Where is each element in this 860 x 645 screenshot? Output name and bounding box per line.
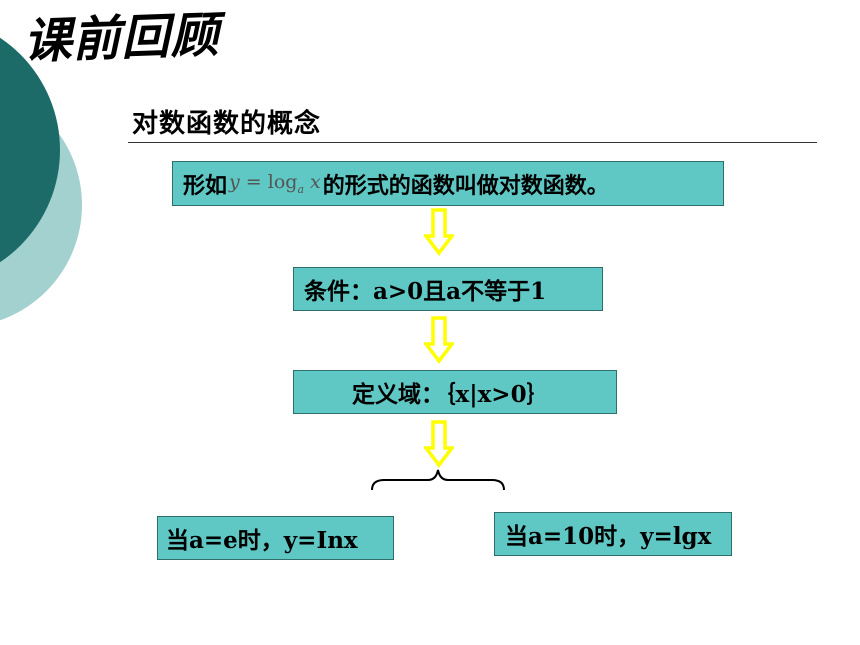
definition-box: 形如 y = loga x 的形式的函数叫做对数函数。 xyxy=(172,161,724,206)
formula-base: a xyxy=(297,182,304,196)
formula-x: x xyxy=(304,171,321,194)
domain-box: 定义域：｛x|x>0｝ xyxy=(293,370,617,414)
dark-circle xyxy=(0,37,60,263)
case-10-box: 当a=10时，y=lgx xyxy=(494,512,732,556)
case-e-box: 当a=e时，y=Inx xyxy=(157,516,394,560)
page-title: 课前回顾 xyxy=(22,7,221,70)
down-arrow-icon xyxy=(424,208,454,256)
down-arrow-icon xyxy=(424,420,454,468)
definition-suffix: 的形式的函数叫做对数函数。 xyxy=(322,172,609,199)
title-divider xyxy=(128,142,817,143)
formula-log: = log xyxy=(239,171,298,194)
down-arrow-icon xyxy=(424,316,454,364)
definition-prefix: 形如 xyxy=(183,172,228,199)
formula-y: y xyxy=(229,171,240,194)
condition-box: 条件：a>0且a不等于1 xyxy=(293,267,603,311)
section-subtitle: 对数函数的概念 xyxy=(132,109,322,139)
branch-brace-icon xyxy=(371,469,505,491)
log-formula: y = loga x xyxy=(229,171,321,196)
